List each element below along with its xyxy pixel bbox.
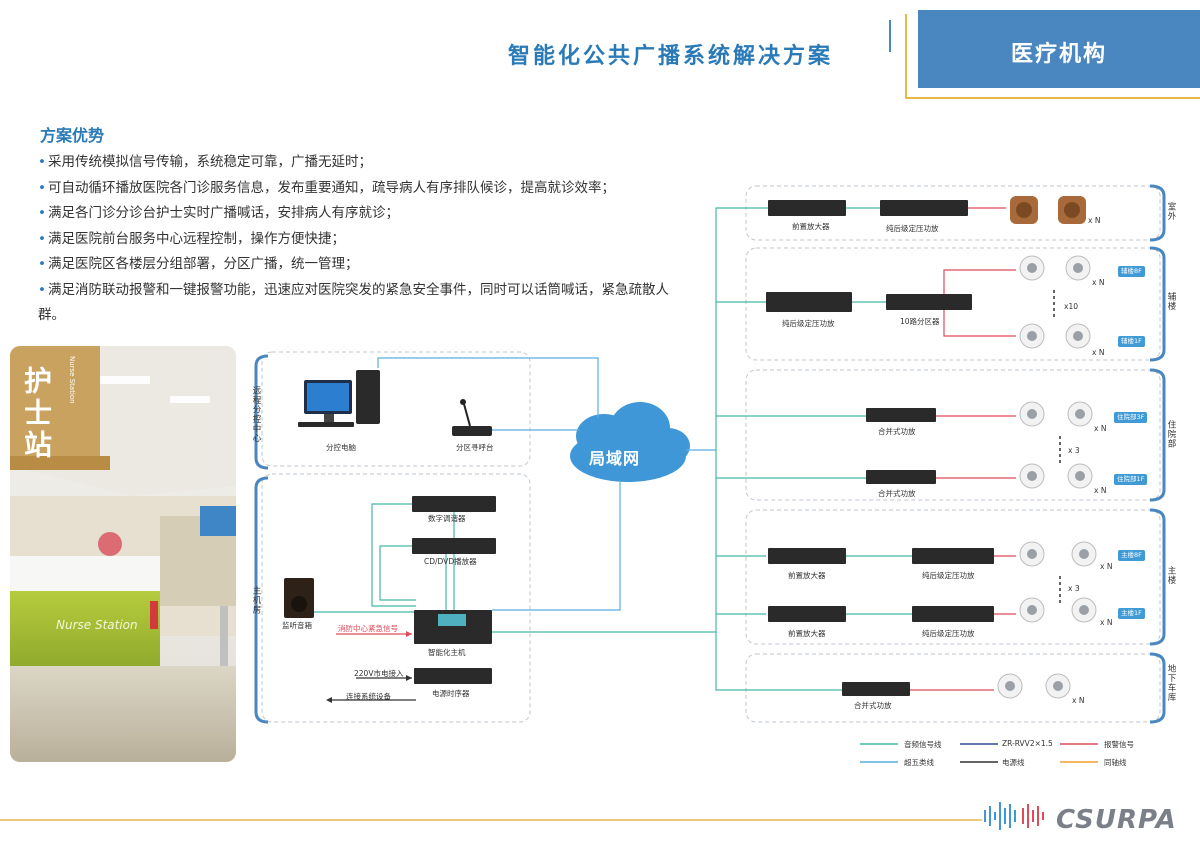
outdoor-pre-device	[768, 200, 846, 216]
hospital-photo: 护士站 Nurse Station Nurse Station	[10, 346, 236, 762]
legend-alarm-label: 报警信号	[1104, 740, 1134, 749]
advantage-item: 采用传统模拟信号传输，系统稳定可靠，广播无延时；	[38, 150, 688, 176]
main-room-label: 主机房	[251, 586, 261, 615]
main-top-tag: 主楼8F	[1118, 550, 1145, 561]
outdoor-amp-device	[880, 200, 968, 216]
inpatient-xn1: x N	[1094, 424, 1107, 433]
brand-logo: CSURPA	[1056, 805, 1177, 835]
logo-waveform-icon	[984, 802, 1016, 830]
inpatient-xn2: x N	[1094, 486, 1107, 495]
legend-zr-label: ZR-RVV2×1.5	[1002, 739, 1053, 748]
advantage-item: 满足医院区各楼层分组部署，分区广播，统一管理；	[38, 252, 688, 278]
page-title: 智能化公共广播系统解决方案	[508, 44, 834, 69]
outdoor-pre-label: 前置放大器	[792, 222, 830, 231]
advantages-title: 方案优势	[40, 126, 105, 145]
main-pre2-device	[768, 606, 846, 622]
aux-mult: x10	[1064, 302, 1078, 311]
category-tab-label: 医疗机构	[1010, 42, 1107, 67]
sequencer-label: 电源时序器	[432, 689, 470, 698]
legend-power-label: 电源线	[1002, 758, 1025, 767]
power-out-label: 连接系统设备	[346, 692, 391, 701]
inpatient-bottom-tag: 住院部1F	[1114, 474, 1148, 485]
nurse-station-sign: 护士站	[20, 366, 53, 462]
monitor-label: 监听音箱	[282, 621, 312, 630]
lan-label: 局域网	[589, 449, 641, 468]
main-amp2-device	[912, 606, 994, 622]
advantage-item: 可自动循环播放医院各门诊服务信息，发布重要通知，疏导病人有序排队候诊，提高就诊效…	[38, 176, 688, 202]
host-device	[414, 610, 492, 644]
fire-signal-label: 消防中心紧急信号	[338, 624, 398, 633]
pc-label: 分控电脑	[326, 443, 356, 452]
aux-top-tag: 辅楼8F	[1118, 266, 1145, 277]
garage-xn: x N	[1072, 696, 1085, 705]
legend-audio-label: 音频信号线	[904, 740, 942, 749]
zone-outdoor-label: 室外	[1166, 202, 1176, 221]
splitter-device	[886, 294, 972, 310]
inpatient-top-tag: 住院部3F	[1114, 412, 1148, 423]
inpatient-amp1-label: 合并式功放	[878, 427, 916, 436]
mic-label: 分区寻呼台	[456, 443, 494, 452]
garage-amp-label: 合并式功放	[854, 701, 892, 710]
inpatient-mult: x 3	[1068, 446, 1080, 455]
advantage-item: 满足各门诊分诊台护士实时广播喊话，安排病人有序就诊；	[38, 201, 688, 227]
main-pre2-label: 前置放大器	[788, 629, 826, 638]
outdoor-amp-label: 纯后级定压功放	[886, 224, 939, 233]
tuner-label: 数字调谐器	[428, 514, 466, 523]
main-xn2: x N	[1100, 618, 1113, 627]
header-decoration	[889, 14, 1200, 99]
paging-mic-icon	[452, 399, 492, 436]
advantage-item: 满足消防联动报警和一键报警功能，迅速应对医院突发的紧急安全事件，同时可以话筒喊话…	[38, 278, 688, 329]
advantages-list: 采用传统模拟信号传输，系统稳定可靠，广播无延时； 可自动循环播放医院各门诊服务信…	[38, 150, 688, 329]
remote-center-label: 远程分控中心	[251, 386, 261, 443]
host-label: 智能化主机	[428, 648, 466, 657]
nurse-station-sign-en: Nurse Station	[68, 356, 76, 404]
zone-aux-label: 辅楼	[1166, 292, 1176, 311]
aux-xn1: x N	[1092, 278, 1105, 287]
main-pre1-label: 前置放大器	[788, 571, 826, 580]
main-amp1-device	[912, 548, 994, 564]
outdoor-xn: x N	[1088, 216, 1101, 225]
main-pre1-device	[768, 548, 846, 564]
aux-bottom-tag: 辅楼1F	[1118, 336, 1145, 347]
main-xn1: x N	[1100, 562, 1113, 571]
lan-cloud	[570, 402, 690, 482]
sequencer-device	[414, 668, 492, 684]
legend-cat5-label: 超五类线	[904, 758, 934, 767]
main-mult: x 3	[1068, 584, 1080, 593]
pc-icon	[298, 370, 380, 427]
power-in-label: 220V市电接入	[354, 669, 404, 678]
dvd-device	[412, 538, 496, 554]
desk-text: Nurse Station	[56, 618, 138, 632]
inpatient-amp2-device	[866, 470, 936, 484]
inpatient-amp2-label: 合并式功放	[878, 489, 916, 498]
inpatient-amp1-device	[866, 408, 936, 422]
outdoor-speaker-icon	[1010, 196, 1086, 224]
advantage-item: 满足医院前台服务中心远程控制，操作方便快捷；	[38, 227, 688, 253]
aux-amp-device	[766, 292, 852, 312]
main-amp1-label: 纯后级定压功放	[922, 571, 975, 580]
main-bottom-tag: 主楼1F	[1118, 608, 1145, 619]
main-amp2-label: 纯后级定压功放	[922, 629, 975, 638]
legend-coax-label: 同轴线	[1104, 758, 1127, 767]
splitter-label: 10路分区器	[900, 317, 940, 326]
category-tab	[918, 10, 1200, 88]
zone-main-label: 主楼	[1166, 566, 1176, 585]
aux-xn2: x N	[1092, 348, 1105, 357]
zone-inpatient-label: 住院部	[1166, 420, 1176, 449]
tuner-device	[412, 496, 496, 512]
dvd-label: CD/DVD播放器	[424, 557, 477, 566]
garage-amp-device	[842, 682, 910, 696]
aux-amp-label: 纯后级定压功放	[782, 319, 835, 328]
zone-garage-label: 地下车库	[1166, 664, 1176, 702]
